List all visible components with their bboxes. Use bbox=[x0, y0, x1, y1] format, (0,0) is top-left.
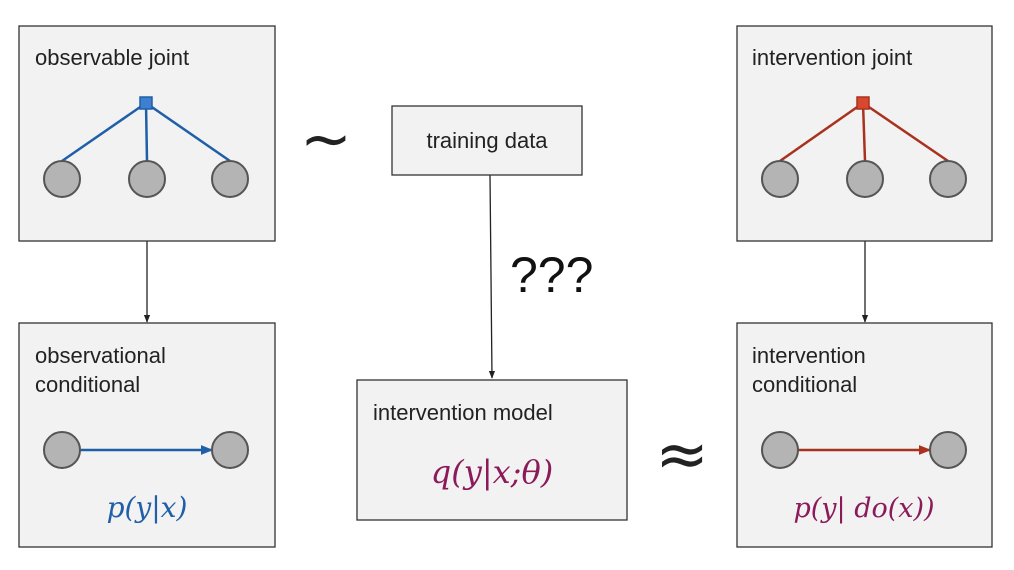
intervention-model-box: intervention model q(y|x;θ) bbox=[356, 379, 628, 521]
intervention-joint-box: intervention joint bbox=[736, 25, 993, 242]
variable-node bbox=[43, 431, 81, 469]
confounder-node bbox=[856, 96, 870, 110]
training-data-label: training data bbox=[426, 128, 548, 153]
variable-node bbox=[929, 160, 967, 198]
intervention-conditional-label-line2: conditional bbox=[752, 372, 857, 397]
variable-node bbox=[846, 160, 884, 198]
observational-formula: p(y|x) bbox=[107, 491, 188, 524]
variable-node bbox=[761, 431, 799, 469]
observational-conditional-label-line1: observational bbox=[35, 343, 166, 368]
intervention-conditional-box: intervention conditional p(y| do(x)) bbox=[736, 322, 993, 548]
arrow-training-to-model bbox=[488, 174, 496, 379]
intervention-joint-graph bbox=[761, 96, 967, 198]
variable-node bbox=[211, 431, 249, 469]
observable-joint-label: observable joint bbox=[35, 45, 189, 70]
intervention-conditional-label-line1: intervention bbox=[752, 343, 866, 368]
intervention-model-formula: q(y|x;θ) bbox=[431, 453, 553, 491]
variable-node bbox=[128, 160, 166, 198]
intervention-conditional-formula: p(y| do(x)) bbox=[793, 493, 934, 524]
variable-node bbox=[761, 160, 799, 198]
variable-node bbox=[43, 160, 81, 198]
variable-node bbox=[929, 431, 967, 469]
tilde-symbol: ∼ bbox=[300, 102, 352, 175]
unknown-mapping-label: ??? bbox=[510, 247, 593, 303]
intervention-model-label: intervention model bbox=[373, 400, 553, 425]
observational-conditional-box: observational conditional p(y|x) bbox=[18, 322, 276, 548]
variable-node bbox=[211, 160, 249, 198]
approx-symbol: ≈ bbox=[655, 418, 709, 492]
training-data-box: training data bbox=[391, 105, 583, 176]
intervention-joint-label: intervention joint bbox=[752, 45, 912, 70]
confounder-node bbox=[139, 96, 153, 110]
observational-conditional-label-line2: conditional bbox=[35, 372, 140, 397]
observable-joint-box: observable joint bbox=[18, 25, 276, 242]
observable-joint-graph bbox=[43, 96, 249, 198]
